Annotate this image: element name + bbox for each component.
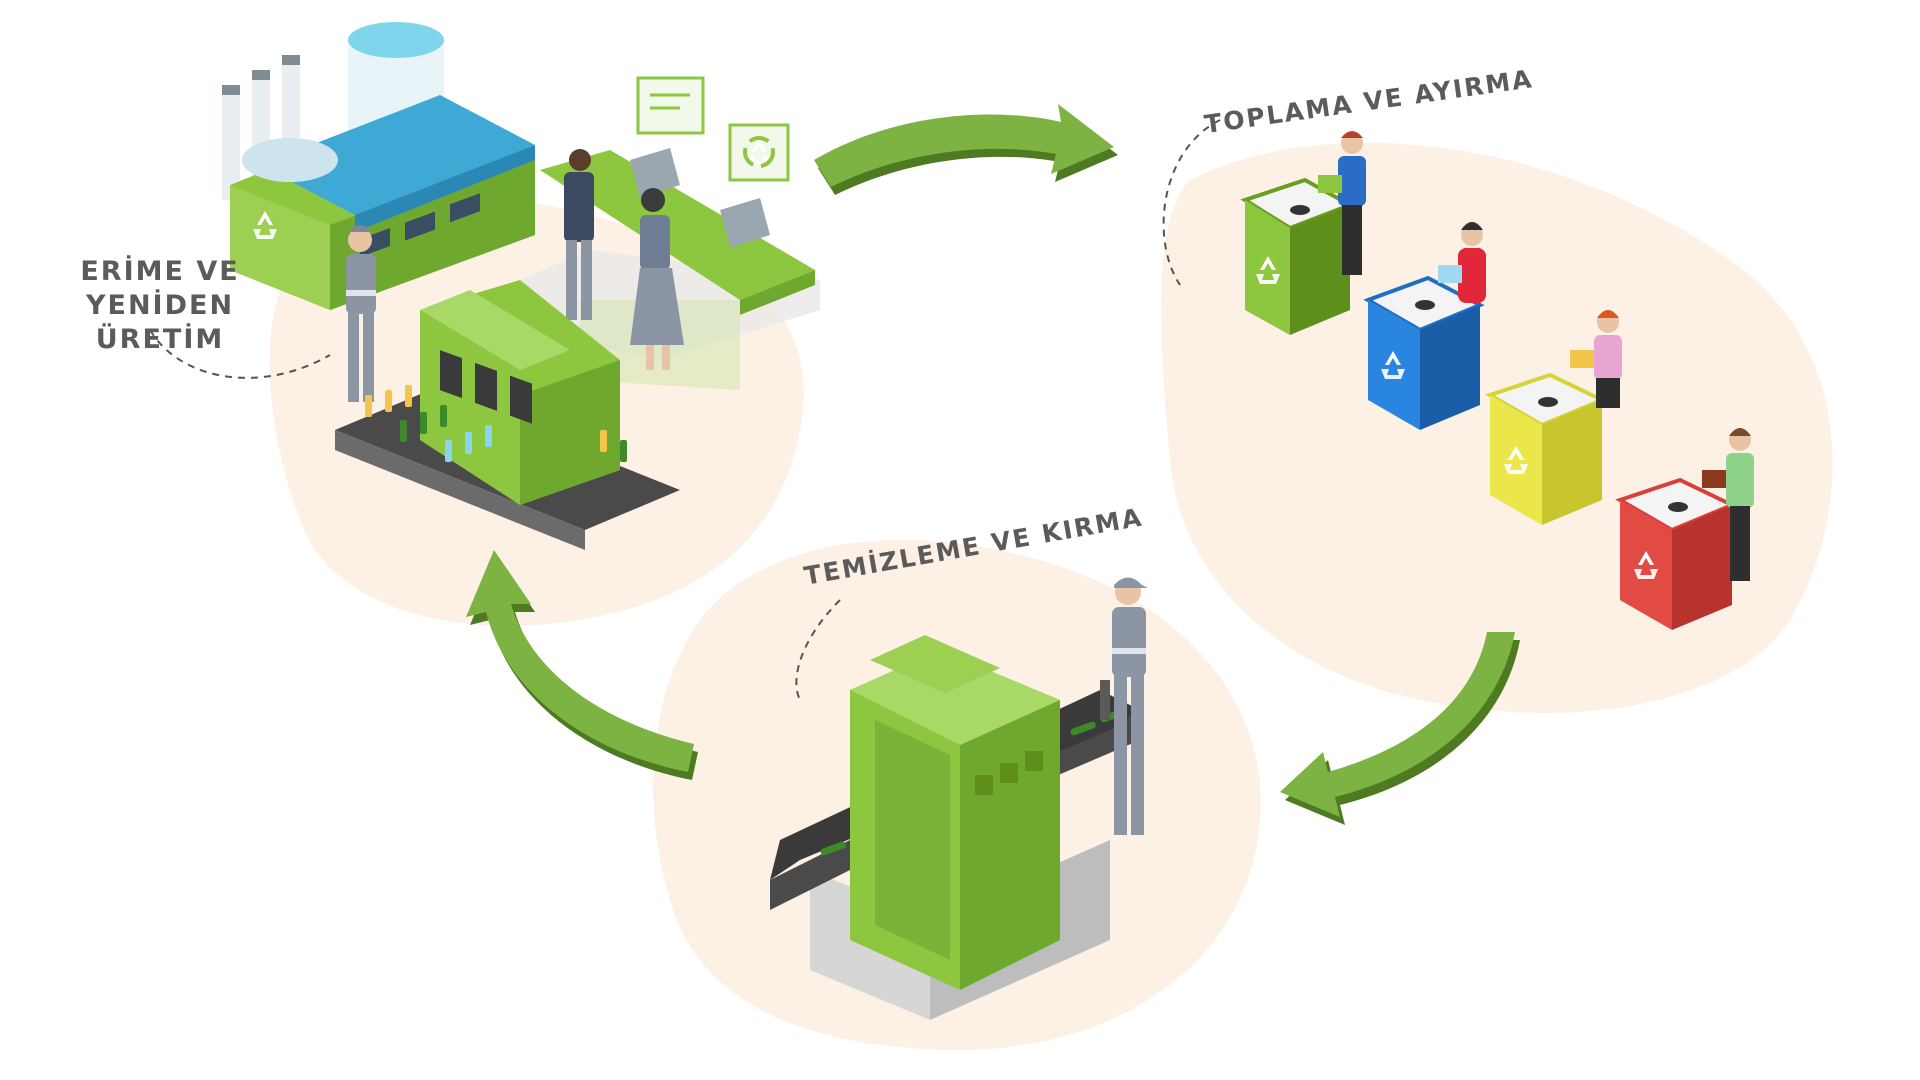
bottle-production-machine [335, 280, 680, 550]
person-green-bin [1318, 131, 1366, 275]
cleaning-crushing-machine [770, 635, 1140, 1020]
melting-stage-label: ERİME VE YENİDEN ÜRETİM [30, 255, 290, 357]
factory-illustration [222, 22, 535, 310]
melting-leader-line [149, 329, 331, 379]
yellow-recycling-bin [1485, 372, 1607, 525]
melting-label-line2: YENİDEN ÜRETİM [85, 290, 235, 355]
blue-recycling-bin [1363, 275, 1485, 430]
cleaning-leader-line [795, 599, 841, 701]
collection-stage-label: TOPLAMA VE AYIRMA [1203, 64, 1536, 139]
cleaning-worker [1100, 577, 1148, 835]
collection-leader-line [1162, 119, 1221, 286]
cycle-arrow-icon [814, 104, 1118, 195]
melting-label-line1: ERİME VE [80, 256, 240, 287]
person-blue-bin [1438, 222, 1486, 303]
office-workstation [520, 76, 820, 390]
person-yellow-bin [1570, 310, 1622, 408]
svg-text:TOPLAMA VE AYIRMA: TOPLAMA VE AYIRMA [1203, 64, 1536, 139]
red-recycling-bin [1615, 477, 1737, 630]
person-red-bin [1702, 428, 1754, 581]
collection-bins-group [1240, 131, 1754, 630]
cycle-arrow-icon [1280, 632, 1520, 825]
factory-worker [346, 225, 376, 402]
green-recycling-bin [1240, 177, 1355, 335]
cycle-arrow-icon [466, 550, 698, 780]
